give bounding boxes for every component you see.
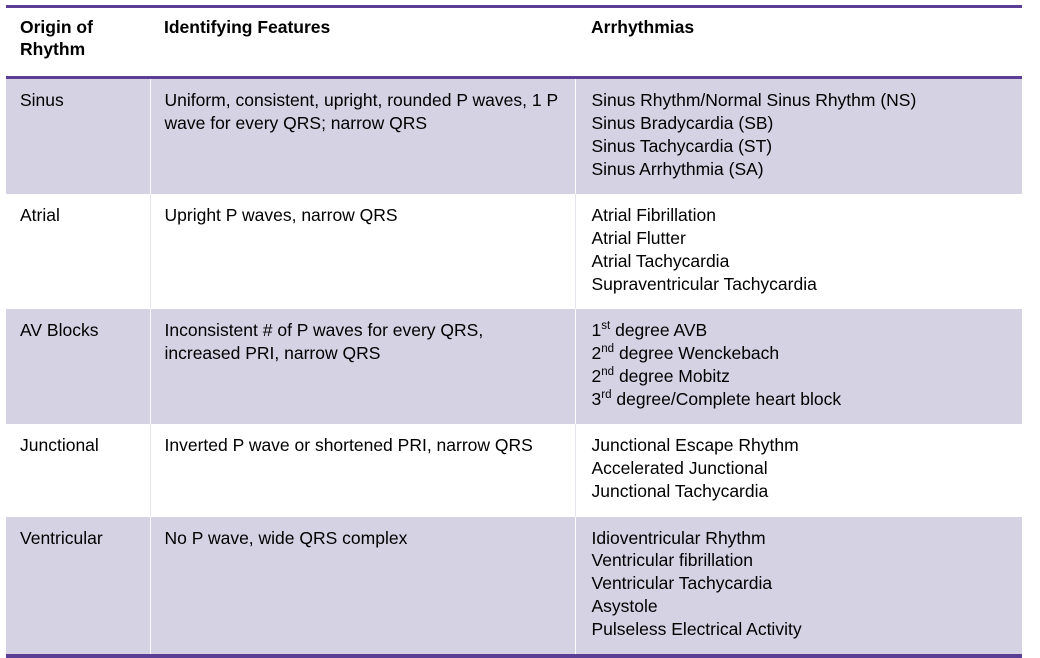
arrhythmia-item: Pulseless Electrical Activity (591, 618, 802, 639)
arrhythmia-label: degree Wenckebach (614, 343, 780, 364)
arrhythmia-item: 2nd degree Wenckebach (592, 342, 1011, 365)
cell-origin-of-rhythm: AV Blocks (6, 309, 151, 425)
cell-arrhythmias: Sinus Rhythm/Normal Sinus Rhythm (NS)Sin… (575, 77, 1022, 195)
arrhythmia-item: Idioventricular Rhythm (591, 527, 766, 548)
arrhythmia-item: 2nd degree Mobitz (592, 365, 1011, 388)
arrhythmia-item: Sinus Arrhythmia (SA) (591, 158, 764, 179)
cell-identifying-features: Upright P waves, narrow QRS (150, 194, 576, 310)
arrhythmia-label: degree/Complete heart block (611, 388, 842, 409)
cell-origin-of-rhythm: Junctional (6, 424, 151, 517)
arrhythmia-item: Ventricular Tachycardia (591, 573, 773, 594)
arrhythmia-ordinal-number: 2 (591, 343, 602, 364)
cell-identifying-features: Inverted P wave or shortened PRI, narrow… (150, 424, 576, 517)
cell-origin-of-rhythm: Sinus (6, 77, 151, 195)
arrhythmia-ordinal-suffix: st (601, 320, 611, 333)
table-header: Origin of Rhythm Identifying Features Ar… (6, 8, 1022, 80)
table-bottom-rule (6, 654, 1022, 658)
arrhythmia-item: Sinus Tachycardia (ST) (591, 135, 773, 156)
arrhythmia-item: Atrial Fibrillation (591, 205, 716, 226)
arrhythmia-ordinal-suffix: nd (601, 343, 615, 356)
arrhythmia-item: Sinus Rhythm/Normal Sinus Rhythm (NS) (591, 90, 917, 111)
arrhythmia-ordinal-suffix: nd (601, 366, 615, 379)
arrhythmia-ordinal-number: 3 (591, 388, 602, 409)
arrhythmia-item: 3rd degree/Complete heart block (592, 388, 1011, 411)
arrhythmia-ordinal-number: 2 (591, 365, 602, 386)
cell-identifying-features: Uniform, consistent, upright, rounded P … (150, 77, 576, 195)
arrhythmia-ordinal-number: 1 (591, 320, 602, 341)
cell-identifying-features: No P wave, wide QRS complex (150, 516, 576, 655)
arrhythmia-label: degree AVB (610, 320, 708, 341)
arrhythmia-item: Sinus Bradycardia (SB) (591, 113, 774, 134)
arrhythmia-item: 1st degree AVB (592, 319, 1011, 342)
header-row: Origin of Rhythm Identifying Features Ar… (6, 8, 1022, 80)
arrhythmia-item: Atrial Tachycardia (591, 250, 730, 271)
cell-origin-of-rhythm: Atrial (6, 194, 151, 310)
arrhythmia-ordinal-suffix: rd (601, 388, 612, 401)
cell-identifying-features: Inconsistent # of P waves for every QRS,… (150, 309, 576, 425)
arrhythmia-item: Asystole (591, 595, 658, 616)
arrhythmia-item: Accelerated Junctional (591, 458, 768, 479)
rhythm-table-container: Origin of Rhythm Identifying Features Ar… (6, 5, 1022, 658)
arrhythmia-item: Ventricular fibrillation (591, 550, 753, 571)
table-top-rule (6, 5, 1022, 8)
cell-origin-of-rhythm: Ventricular (6, 516, 151, 655)
column-header-identifying-features: Identifying Features (150, 8, 575, 80)
column-header-origin-of-rhythm: Origin of Rhythm (6, 8, 150, 80)
arrhythmia-item: Junctional Escape Rhythm (591, 435, 799, 456)
arrhythmia-item: Atrial Flutter (591, 228, 686, 249)
cardiac-rhythm-table: Origin of Rhythm Identifying Features Ar… (6, 8, 1022, 655)
column-header-origin-line2: Rhythm (20, 38, 86, 59)
arrhythmia-label: degree Mobitz (614, 365, 730, 386)
column-header-arrhythmias: Arrhythmias (575, 8, 1022, 80)
arrhythmia-item: Junctional Tachycardia (591, 480, 769, 501)
column-header-origin-line1: Origin of (20, 17, 93, 37)
arrhythmia-item: Supraventricular Tachycardia (591, 273, 817, 294)
